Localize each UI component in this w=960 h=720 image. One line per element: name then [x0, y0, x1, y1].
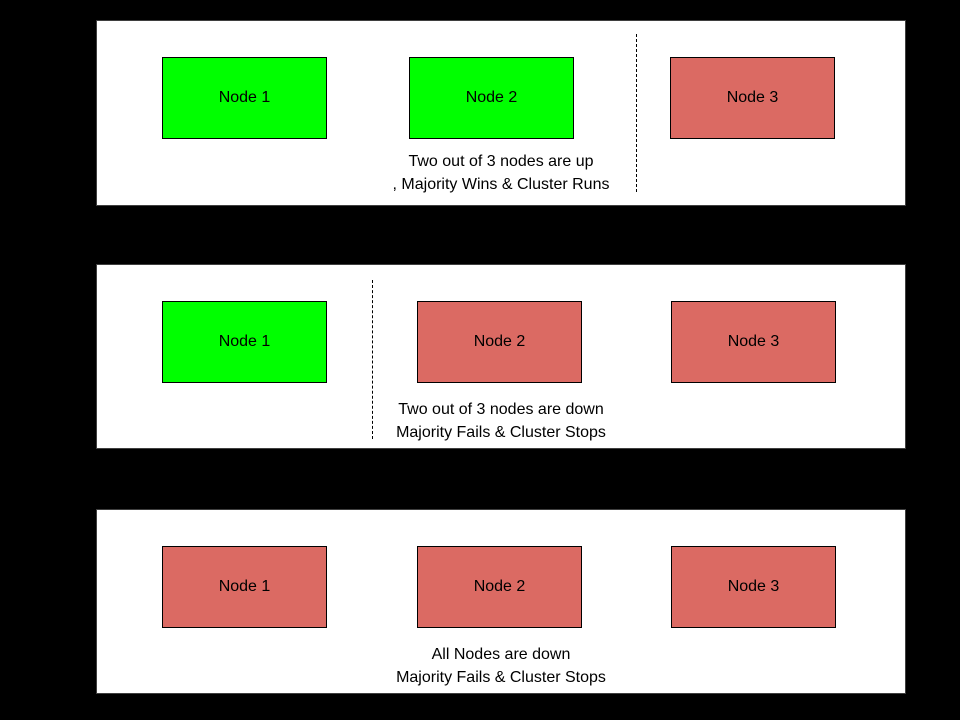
scenario-caption-line1: All Nodes are down [431, 646, 571, 663]
node-label: Node 2 [473, 578, 526, 595]
scenario-caption-line1: Two out of 3 nodes are up [408, 153, 594, 170]
node-box: Node 1 [162, 546, 327, 628]
node-label: Node 1 [218, 333, 271, 350]
node-label: Node 2 [465, 89, 518, 106]
node-box: Node 2 [417, 301, 582, 383]
node-box: Node 1 [162, 57, 327, 139]
scenario-panel-majority-down: Node 1 Node 2 Node 3 Two out of 3 nodes … [96, 264, 906, 449]
node-label: Node 1 [218, 578, 271, 595]
node-box: Node 1 [162, 301, 327, 383]
node-box: Node 3 [670, 57, 835, 139]
node-box: Node 3 [671, 546, 836, 628]
node-box: Node 2 [417, 546, 582, 628]
scenario-caption: Two out of 3 nodes are up , Majority Win… [97, 150, 905, 196]
node-label: Node 3 [727, 333, 780, 350]
scenario-caption-line1: Two out of 3 nodes are down [398, 401, 604, 418]
node-label: Node 3 [726, 89, 779, 106]
scenario-panel-majority-up: Node 1 Node 2 Node 3 Two out of 3 nodes … [96, 20, 906, 206]
node-box: Node 3 [671, 301, 836, 383]
quorum-divider-dashed-line [636, 34, 637, 192]
scenario-caption-line2: , Majority Wins & Cluster Runs [392, 176, 610, 193]
node-label: Node 2 [473, 333, 526, 350]
scenario-caption-line2: Majority Fails & Cluster Stops [396, 669, 606, 686]
node-box: Node 2 [409, 57, 574, 139]
scenario-caption: Two out of 3 nodes are down Majority Fai… [97, 398, 905, 444]
scenario-caption-line2: Majority Fails & Cluster Stops [396, 424, 606, 441]
node-label: Node 3 [727, 578, 780, 595]
node-label: Node 1 [218, 89, 271, 106]
scenario-caption: All Nodes are down Majority Fails & Clus… [97, 643, 905, 689]
quorum-divider-dashed-line [372, 280, 373, 439]
scenario-panel-all-down: Node 1 Node 2 Node 3 All Nodes are down … [96, 509, 906, 694]
